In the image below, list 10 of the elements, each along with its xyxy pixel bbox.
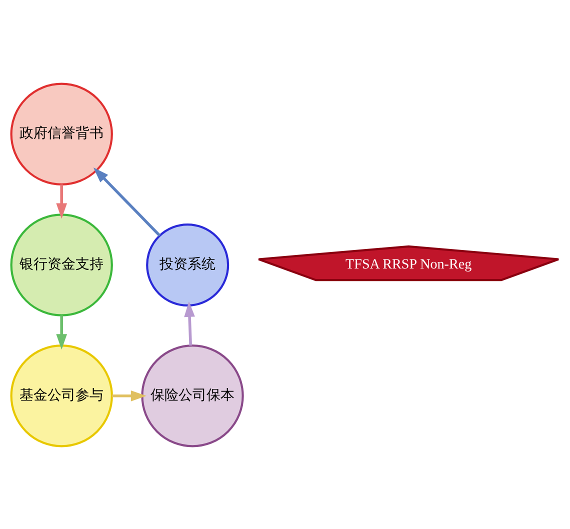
node-circle: 政府信誉背书 — [10, 82, 113, 185]
arrow — [112, 390, 146, 401]
node-circle: 基金公司参与 — [10, 344, 113, 447]
arrow — [184, 300, 195, 346]
node-circle: 保险公司保本 — [141, 344, 244, 447]
arrow — [56, 184, 68, 218]
node-circle: 投资系统 — [146, 222, 230, 306]
node-circle: 银行资金支持 — [10, 213, 113, 316]
arrow — [93, 167, 161, 236]
arrow — [56, 314, 68, 350]
